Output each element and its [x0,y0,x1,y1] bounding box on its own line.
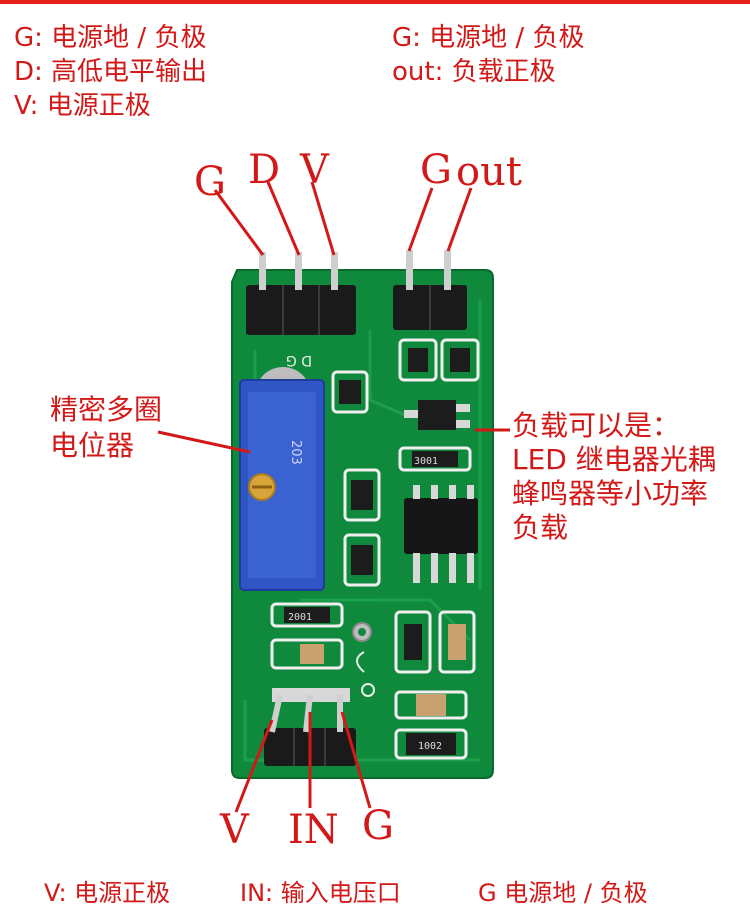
leader-lines [157,181,510,813]
legend-right-g: G: 电源地 / 负极 [392,23,585,53]
top-pin-v: V [300,147,329,193]
pot-code: 203 [288,440,303,465]
load-label-line1: 负载可以是： [512,409,681,442]
ic-chip [404,485,478,583]
bottom-pin-v: V [220,807,249,853]
transistor [404,400,470,430]
legend-right-out: out: 负载正极 [392,57,556,87]
pot-label-line1: 精密多圈 [50,393,163,426]
bottom-pin-in: IN [288,807,339,853]
silkscreen-dg: D G [286,352,312,368]
top-header-3pin [246,252,356,335]
silkscreen-res-a: 2001 [288,612,312,623]
potentiometer: 203 [239,367,325,591]
top-header-2pin [393,250,467,330]
silkscreen-ic-code: 3001 [414,456,438,467]
footer-g: G 电源地 / 负极 [478,879,648,907]
top-pin-d: D [248,147,281,193]
silkscreen-res-b: 1002 [418,741,442,752]
load-label-line3: 蜂鸣器等小功率 [512,477,709,510]
legend-left-g: G: 电源地 / 负极 [14,23,207,53]
load-label-line2: LED 继电器光耦 [512,443,716,476]
top-bar [0,0,750,4]
top-pin-out: out [456,149,522,195]
top-pin-g: G [194,159,226,205]
footer-v: V: 电源正极 [44,879,171,907]
bottom-pin-g: G [362,803,394,849]
pot-label-line2: 电位器 [50,429,135,462]
footer-in: IN: 输入电压口 [240,879,401,907]
load-label-line4: 负载 [512,511,569,544]
legend-left-d: D: 高低电平输出 [14,57,208,87]
top-pin-g2: G [420,147,452,193]
legend-left-v: V: 电源正极 [14,91,151,121]
